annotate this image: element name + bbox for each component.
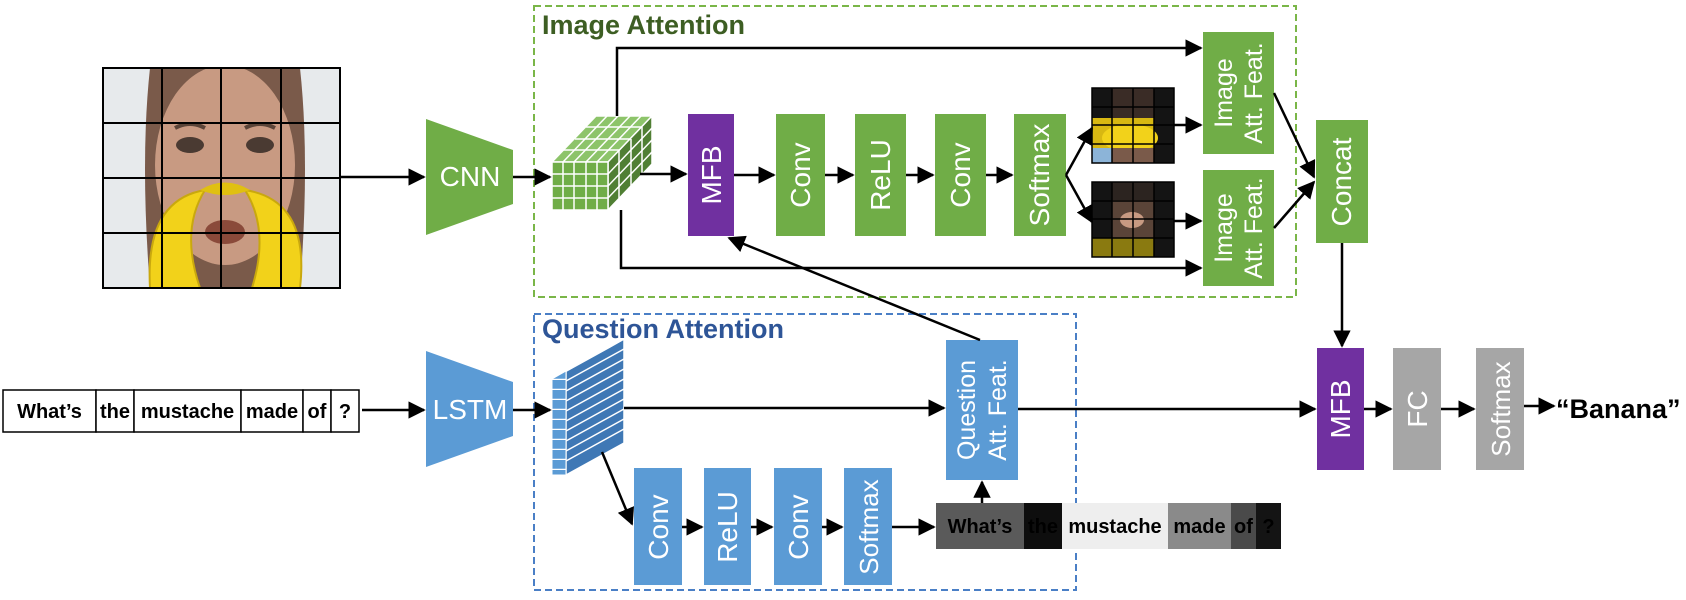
softmax1-block bbox=[1014, 114, 1066, 236]
conv1-label: Conv bbox=[785, 142, 816, 207]
softmax-final-block bbox=[1476, 348, 1524, 470]
image-att-feat-2-label-line1: Image bbox=[1210, 193, 1238, 262]
attention-word: ? bbox=[1262, 516, 1274, 538]
lstm-label: LSTM bbox=[433, 394, 508, 425]
attention-word: What’s bbox=[948, 516, 1013, 538]
conv2-block bbox=[935, 114, 986, 236]
attention-word-cell: ? bbox=[1256, 503, 1281, 549]
concat-label: Concat bbox=[1326, 137, 1357, 226]
q-softmax-label: Softmax bbox=[854, 479, 884, 574]
question-word-box: mustache bbox=[133, 389, 242, 433]
attention-word: mustache bbox=[1068, 516, 1161, 538]
connectors bbox=[340, 39, 1556, 536]
relu1-block bbox=[855, 114, 906, 236]
fc-label: FC bbox=[1402, 390, 1433, 427]
question-word-box: What’s bbox=[2, 389, 97, 433]
arrow-feat1-to-concat bbox=[1272, 92, 1316, 179]
attention-word-cell: mustache bbox=[1062, 503, 1168, 549]
attention-word-cell: made bbox=[1168, 503, 1231, 549]
image-att-feat-1-label-line2: Att. Feat. bbox=[1240, 42, 1268, 143]
mfb-image-label: MFB bbox=[696, 145, 727, 204]
attention-map-2-grid bbox=[1091, 181, 1175, 258]
q-conv1-label: Conv bbox=[643, 494, 674, 559]
arrow-cube-top-to-feat1 bbox=[615, 39, 1203, 116]
question-att-feat-label-line2: Att. Feat. bbox=[984, 359, 1012, 460]
image-att-feat-2-label-line2: Att. Feat. bbox=[1240, 177, 1268, 278]
q-conv1-block bbox=[634, 468, 682, 585]
q-relu-block bbox=[704, 468, 751, 585]
cnn-label: CNN bbox=[440, 161, 501, 192]
q-relu-label: ReLU bbox=[712, 491, 743, 563]
question-word-box: made bbox=[240, 389, 304, 433]
arrow-softmax-to-map1 bbox=[1064, 126, 1094, 176]
question-word-box: of bbox=[302, 389, 332, 433]
q-softmax-block bbox=[844, 468, 892, 585]
conv1-block bbox=[776, 114, 825, 236]
question-att-feat-label-line1: Question bbox=[953, 360, 981, 460]
conv2-label: Conv bbox=[945, 142, 976, 207]
question-word: made bbox=[246, 401, 298, 423]
attention-map-1-grid bbox=[1091, 87, 1175, 164]
q-conv2-label: Conv bbox=[783, 494, 814, 559]
image-att-feat-2-block bbox=[1203, 170, 1274, 286]
image-feature-cube bbox=[550, 114, 654, 212]
fc-block bbox=[1393, 348, 1441, 470]
question-feature-stack bbox=[551, 337, 625, 477]
mfb-final-block bbox=[1317, 348, 1364, 470]
cnn-block bbox=[426, 119, 513, 235]
image-attention-frame bbox=[533, 5, 1297, 298]
softmax-final-label: Softmax bbox=[1486, 361, 1516, 456]
mfb-image-block bbox=[688, 114, 734, 236]
question-attention-title: Question Attention bbox=[542, 314, 784, 344]
question-attention-frame bbox=[533, 313, 1077, 591]
image-att-feat-1-label-line1: Image bbox=[1210, 58, 1238, 127]
question-word: the bbox=[100, 401, 130, 423]
lstm-block bbox=[426, 351, 513, 467]
relu1-label: ReLU bbox=[865, 139, 896, 211]
mfb-final-label: MFB bbox=[1325, 379, 1356, 438]
answer-output: “Banana” bbox=[1556, 394, 1681, 424]
attention-word: made bbox=[1173, 516, 1225, 538]
arrow-softmax-to-map2 bbox=[1064, 174, 1094, 224]
arrow-cube-bottom-to-feat2 bbox=[619, 210, 1203, 277]
attention-word: the bbox=[1028, 516, 1058, 538]
question-word-box: ? bbox=[330, 389, 360, 433]
question-word-box: the bbox=[95, 389, 135, 433]
image-attention-title: Image Attention bbox=[542, 10, 745, 40]
attention-word-cell: of bbox=[1231, 503, 1256, 549]
softmax1-label: Softmax bbox=[1024, 124, 1055, 227]
q-conv2-block bbox=[774, 468, 822, 585]
question-word: ? bbox=[339, 401, 351, 423]
input-image-grid bbox=[102, 67, 341, 289]
question-word: mustache bbox=[141, 401, 234, 423]
attention-word-cell: the bbox=[1024, 503, 1062, 549]
attention-word: of bbox=[1234, 516, 1253, 538]
question-word: of bbox=[308, 401, 327, 423]
concat-block bbox=[1316, 120, 1368, 243]
arrow-qfeat-to-mfb-image bbox=[727, 235, 981, 342]
image-att-feat-1-block bbox=[1203, 32, 1274, 154]
arrow-stack-to-qconv1 bbox=[600, 451, 635, 526]
question-att-feat-block bbox=[946, 340, 1018, 480]
arrow-feat2-to-concat bbox=[1273, 180, 1316, 229]
question-word: What’s bbox=[17, 401, 82, 423]
attention-word-cell: What’s bbox=[936, 503, 1024, 549]
